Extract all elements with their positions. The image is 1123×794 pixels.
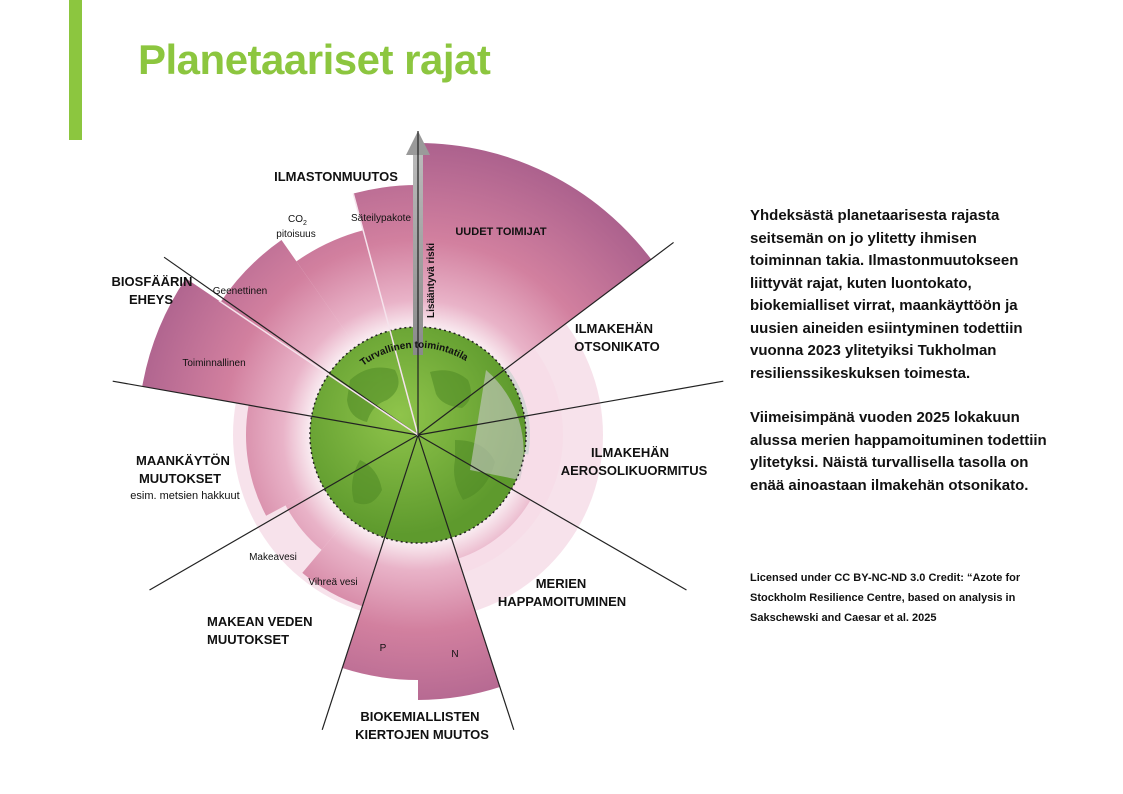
divider-line: [163, 256, 419, 436]
divider-line: [417, 434, 515, 731]
label-biosphere-2: EHEYS: [129, 292, 173, 307]
label-functional: Toiminnallinen: [182, 358, 245, 369]
boundary-wedges: [142, 143, 652, 700]
divider-line: [321, 434, 419, 731]
label-novel-entities: UUDET TOIMIJAT: [455, 226, 547, 238]
label-ozone-1: ILMAKEHÄN: [575, 321, 653, 336]
label-land-use-3: esim. metsien hakkuut: [130, 490, 239, 502]
risk-axis-label: Lisääntyvä riski: [426, 243, 437, 318]
land-use-wedge: [246, 405, 323, 516]
label-freshwater-1: MAKEAN VEDEN: [207, 614, 312, 629]
earth-night-side: [470, 370, 524, 480]
label-land-use-1: MAANKÄYTÖN: [136, 453, 230, 468]
divider-line: [352, 193, 419, 436]
divider-line: [417, 380, 724, 436]
functional-integrity-wedge: [142, 278, 329, 417]
divider-line: [149, 434, 419, 591]
genetic-diversity-wedge: [220, 240, 357, 375]
label-biosphere-1: BIOSFÄÄRIN: [112, 274, 193, 289]
label-aerosol-2: AEROSOLIKUORMITUS: [561, 463, 708, 478]
label-radiative-forcing: Säteilypakote: [351, 213, 411, 224]
ocean-acidification-wedge: [451, 489, 531, 559]
credit-text: Licensed under CC BY-NC-ND 3.0 Credit: “…: [750, 572, 1021, 624]
page-title: Planetaariset rajat: [138, 36, 491, 83]
label-freshwater-2: MUUTOKSET: [207, 632, 289, 647]
label-ocean-2: HAPPAMOITUMINEN: [498, 594, 626, 609]
label-ozone-2: OTSONIKATO: [574, 339, 659, 354]
radiative-forcing-wedge: [353, 185, 418, 331]
co2-concentration-wedge: [296, 230, 391, 347]
green-water-wedge: [302, 517, 385, 607]
description-paragraph-1: Yhdeksästä planetaarisesta rajasta seits…: [750, 207, 1023, 382]
label-biogeochem-2: KIERTOJEN MUUTOS: [355, 727, 489, 742]
label-land-use-2: MUUTOKSET: [139, 471, 221, 486]
label-co2-concentration: pitoisuus: [276, 229, 315, 240]
divider-line: [417, 434, 687, 591]
label-ocean-1: MERIEN: [536, 576, 587, 591]
divider-line: [112, 380, 419, 436]
phosphorus-wedge: [342, 537, 418, 680]
accent-bar: [69, 0, 82, 140]
divider-lines: [112, 193, 724, 731]
label-aerosol-1: ILMAKEHÄN: [591, 445, 669, 460]
divider-line: [218, 300, 419, 436]
label-green-water: Vihreä vesi: [308, 577, 357, 588]
label-climate-change: ILMASTONMUUTOS: [274, 169, 398, 184]
novel-entities-wedge: [418, 143, 652, 371]
label-biogeochem-1: BIOKEMIALLISTEN: [360, 709, 479, 724]
label-genetic: Geenettinen: [213, 286, 268, 297]
description-paragraph-2: Viimeisimpänä vuoden 2025 lokakuun aluss…: [750, 409, 1047, 494]
safe-boundary-circle: [309, 326, 527, 544]
label-phosphorus: P: [380, 643, 387, 654]
divider-line: [417, 241, 674, 436]
nitrogen-wedge: [418, 537, 500, 700]
label-co2: CO2: [288, 214, 307, 227]
label-nitrogen: N: [451, 649, 458, 660]
description-text: Yhdeksästä planetaarisesta rajasta seits…: [750, 205, 1050, 519]
label-blue-water: Makeavesi: [249, 552, 297, 563]
